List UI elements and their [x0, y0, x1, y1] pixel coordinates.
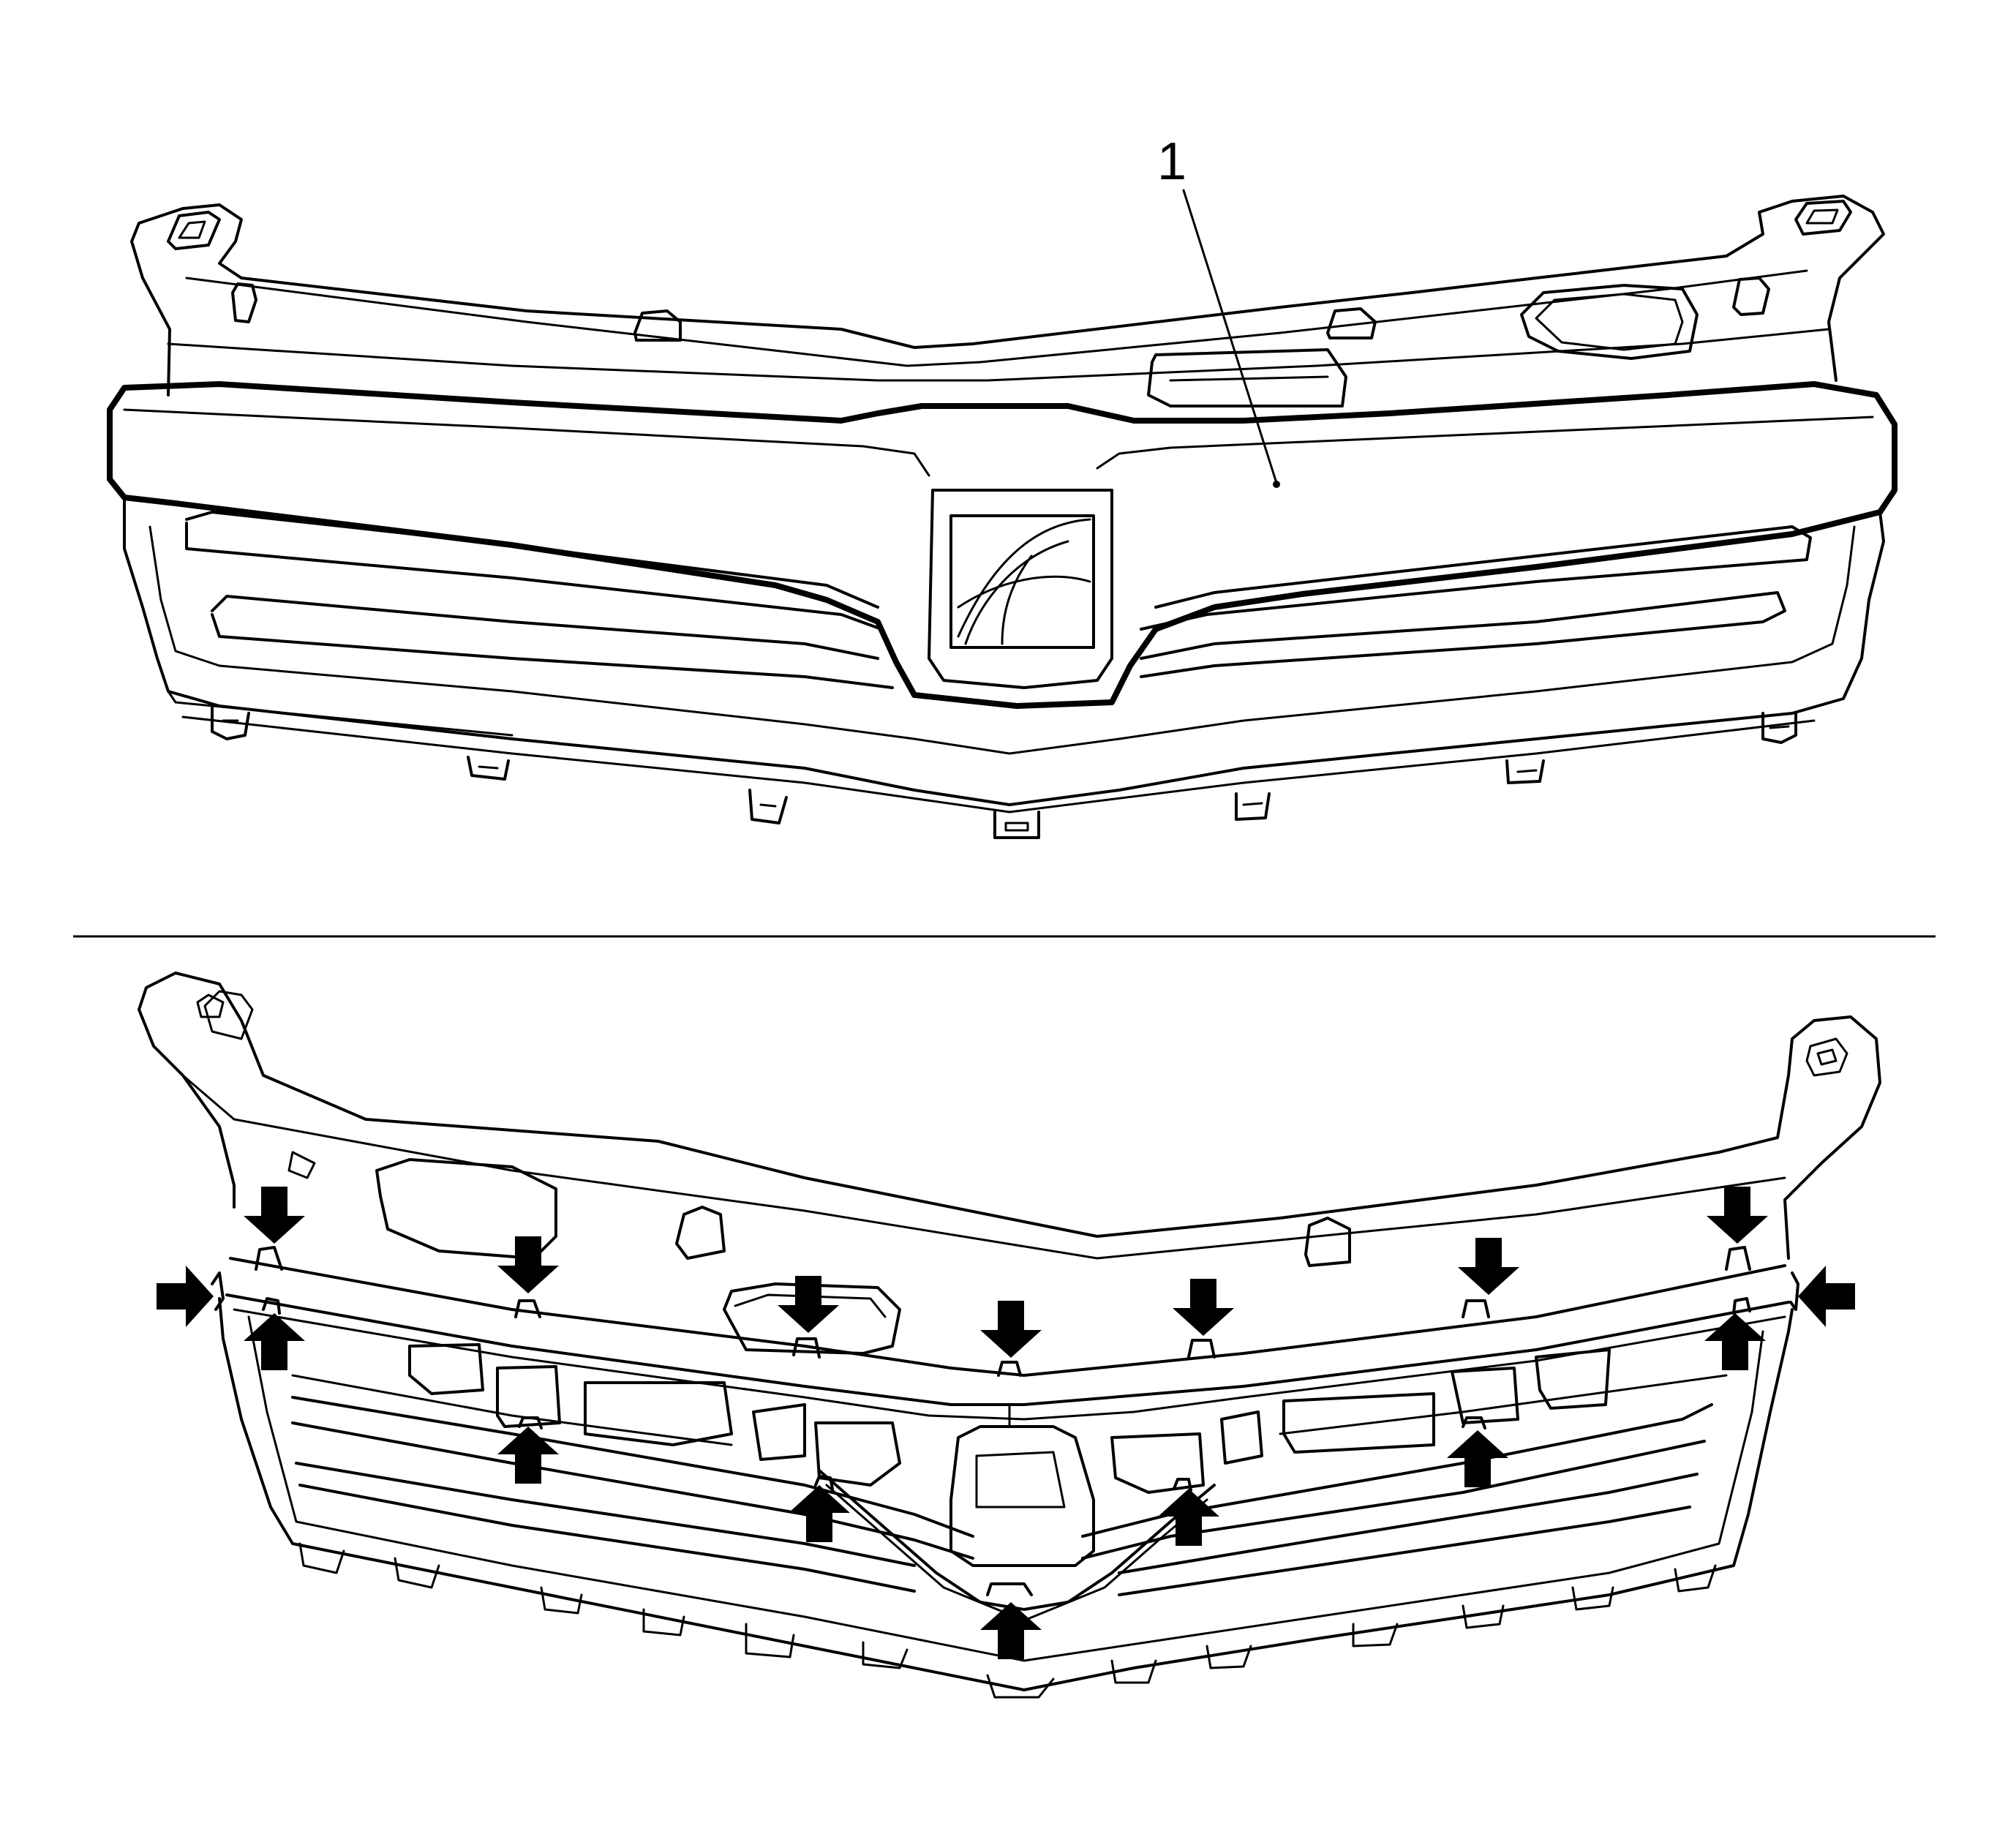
arrow-up-icon [980, 1602, 1042, 1659]
bracket-hole-right [1816, 1048, 1838, 1066]
retainer-strap [229, 1257, 1786, 1377]
arrow-up-icon [1158, 1489, 1219, 1546]
emblem-logo [957, 518, 1091, 645]
arrow-down-icon [244, 1187, 305, 1244]
left-mount-tab [167, 211, 221, 250]
arrow-down-icon [497, 1236, 559, 1293]
arrow-right-icon [157, 1266, 214, 1327]
grille-slats [291, 1374, 1728, 1596]
retainer-clips [211, 1246, 1799, 1596]
upper-bracket-outline [130, 195, 1885, 397]
emblem-square [949, 514, 1095, 649]
arrow-left-icon [1798, 1266, 1855, 1327]
tab-center [993, 811, 1040, 839]
bracket-clip [633, 309, 682, 342]
grille-bar [211, 613, 894, 689]
rear-opening [375, 1158, 557, 1260]
emblem-housing [949, 1425, 1095, 1567]
arrow-up-icon [1447, 1430, 1508, 1487]
leader-dot [1273, 481, 1280, 488]
bracket-clip [231, 282, 257, 323]
arrow-up-icon [244, 1313, 305, 1370]
grille-front-view: 1 [107, 132, 1897, 839]
grille-bar [185, 511, 1812, 631]
rear-lower-housing [218, 1297, 1794, 1691]
leader-line [1182, 189, 1278, 484]
bracket-clip [1732, 277, 1770, 316]
arrow-down-icon [1707, 1187, 1768, 1244]
arrow-up-icon [1704, 1313, 1766, 1370]
rear-bracket-outline [138, 972, 1881, 1260]
lower-grille-housing [123, 496, 1885, 806]
rear-slot-blocks [408, 1343, 1611, 1494]
arrow-up-icon [497, 1427, 559, 1484]
callout-1: 1 [1157, 132, 1280, 488]
grille-bar [185, 522, 883, 631]
bracket-clip [1326, 307, 1377, 339]
arrow-down-icon [778, 1276, 839, 1333]
arrow-down-icon [1173, 1279, 1234, 1336]
arrow-down-icon [1458, 1238, 1519, 1295]
emblem-frame [928, 489, 1113, 689]
rear-bottom-tabs [298, 1542, 1717, 1699]
bracket-lower-line [167, 328, 1830, 382]
label-plate [1147, 348, 1347, 407]
retainer-strap [225, 1293, 1790, 1406]
lower-tabs [211, 705, 1797, 839]
arrow-down-icon [980, 1301, 1042, 1358]
center-v-rib [818, 1469, 1216, 1611]
right-mount-tab [1794, 200, 1852, 236]
retainer-arrows [157, 1187, 1855, 1659]
arrow-up-icon [789, 1485, 850, 1542]
bracket-opening [1520, 284, 1699, 360]
grille-bar [211, 591, 1786, 678]
rear-opening [723, 1282, 901, 1355]
grille-rear-view [138, 972, 1881, 1699]
grille-surround-outline [107, 381, 1897, 709]
bracket-hole-left [196, 993, 225, 1018]
callout-label: 1 [1157, 132, 1186, 191]
